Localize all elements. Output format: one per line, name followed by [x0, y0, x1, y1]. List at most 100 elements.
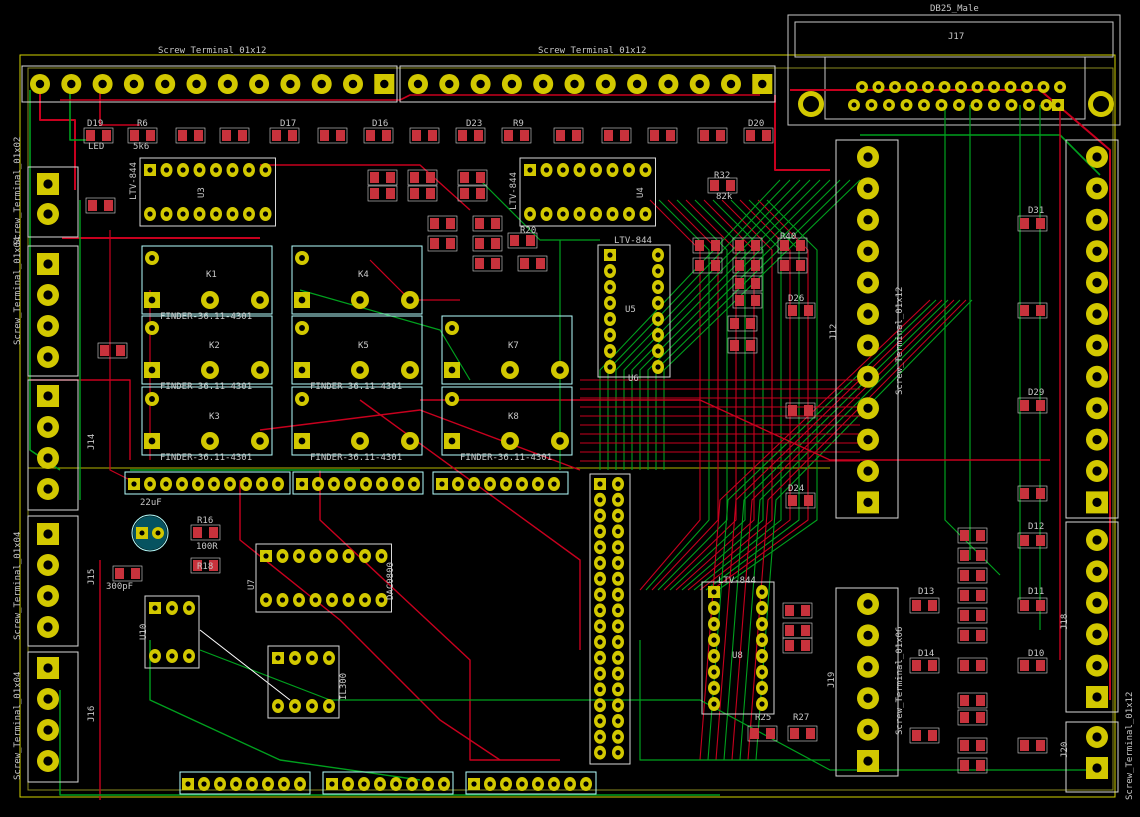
- smd-pad: [1020, 400, 1029, 411]
- pin-drill: [759, 637, 765, 643]
- pad-drill: [1092, 732, 1102, 742]
- smd-component: [909, 597, 940, 614]
- smd-pad: [491, 218, 500, 229]
- pad-drill: [570, 79, 579, 89]
- pin-drill: [567, 781, 573, 787]
- pad-drill: [1092, 403, 1102, 413]
- pin-drill: [560, 211, 566, 217]
- pin-drill: [655, 364, 661, 370]
- label-u10: U10: [139, 623, 149, 640]
- pin-drill: [441, 781, 447, 787]
- pin-drill: [655, 316, 661, 322]
- pin-drill: [642, 211, 649, 217]
- smd-component: [601, 127, 632, 144]
- smd-component: [1017, 397, 1048, 414]
- smd-pad: [410, 188, 419, 199]
- pad-drill: [863, 693, 873, 703]
- pad-drill: [448, 366, 456, 374]
- trace: [687, 199, 773, 591]
- smd-pad: [1020, 535, 1029, 546]
- header-outline: [292, 471, 424, 495]
- smd-component: [957, 709, 988, 726]
- pad-drill: [476, 79, 485, 89]
- label-ltv-2: LTV-844: [509, 172, 519, 210]
- pad-drill: [506, 366, 514, 374]
- smd-pad: [131, 568, 140, 579]
- pin-drill: [597, 639, 603, 645]
- j15-outline: [27, 515, 79, 647]
- pin-drill: [615, 592, 621, 598]
- smd-component: [957, 627, 988, 644]
- pin-drill: [213, 167, 219, 173]
- label-j15: J15: [87, 568, 97, 585]
- smd-component: [782, 637, 813, 654]
- smd-pad: [620, 130, 629, 141]
- pin-drill: [655, 252, 661, 258]
- trace: [699, 199, 791, 591]
- pin-drill: [759, 669, 765, 675]
- pad-drill: [155, 530, 161, 536]
- pin-drill: [147, 167, 153, 173]
- label-d11: D11: [1028, 587, 1045, 597]
- pad-drill: [1092, 660, 1102, 671]
- smd-pad: [976, 740, 985, 751]
- label-d17: D17: [280, 119, 297, 129]
- label-j18-value: Screw_Terminal_01x12: [1125, 691, 1135, 800]
- pin-drill: [229, 211, 236, 217]
- pin-drill: [711, 685, 717, 691]
- db25-mount-drill: [803, 96, 819, 112]
- trace: [623, 179, 811, 470]
- pad-drill: [892, 84, 898, 90]
- relay-outline: [291, 315, 423, 385]
- label-u7: U7: [247, 579, 257, 590]
- pad-drill: [1092, 763, 1102, 773]
- pin-drill: [615, 734, 621, 740]
- smd-pad: [238, 130, 247, 141]
- smd-component: [317, 127, 348, 144]
- smd-pad: [766, 728, 775, 739]
- pin-drill: [607, 316, 613, 322]
- cap-fill: [133, 516, 167, 550]
- smd-pad: [976, 550, 985, 561]
- pad-drill: [1092, 497, 1102, 508]
- pin-drill: [759, 621, 765, 627]
- smd-pad: [460, 188, 469, 199]
- smd-pad: [650, 130, 659, 141]
- label-j12-value: Screw_Terminal_01x12: [895, 286, 905, 395]
- pin-drill: [152, 653, 158, 659]
- smd-pad: [960, 530, 969, 541]
- smd-pad: [475, 258, 484, 269]
- smd-pad: [788, 495, 797, 506]
- pin-drill: [543, 167, 550, 173]
- pin-drill: [593, 211, 599, 217]
- pin-drill: [615, 750, 621, 756]
- pad-drill: [973, 102, 980, 108]
- smd-component: [507, 232, 538, 249]
- pin-drill: [607, 364, 613, 370]
- pin-drill: [655, 348, 661, 354]
- smd-pad: [426, 172, 435, 183]
- smd-component: [777, 257, 808, 274]
- smd-pad: [209, 560, 218, 571]
- dip-outline: [255, 543, 392, 613]
- smd-pad: [430, 218, 439, 229]
- smd-pad: [476, 188, 485, 199]
- label-c300pf: 300pF: [106, 582, 134, 592]
- smd-component: [957, 587, 988, 604]
- smd-pad: [1020, 740, 1029, 751]
- label-k3: K3: [209, 412, 220, 422]
- smd-pad: [780, 260, 789, 271]
- pad-drill: [35, 79, 45, 89]
- smd-pad: [735, 260, 744, 271]
- label-finder-5: FINDER-36.11-4301: [310, 453, 403, 463]
- pad-drill: [298, 366, 306, 374]
- pad-drill: [356, 437, 364, 445]
- label-d20: D20: [748, 119, 765, 129]
- pad-drill: [1057, 84, 1063, 90]
- label-r20: R20: [520, 226, 537, 236]
- pin-drill: [642, 167, 649, 173]
- label-j18-ref: J18: [1060, 613, 1070, 630]
- smd-pad: [730, 340, 739, 351]
- smd-pad: [788, 305, 797, 316]
